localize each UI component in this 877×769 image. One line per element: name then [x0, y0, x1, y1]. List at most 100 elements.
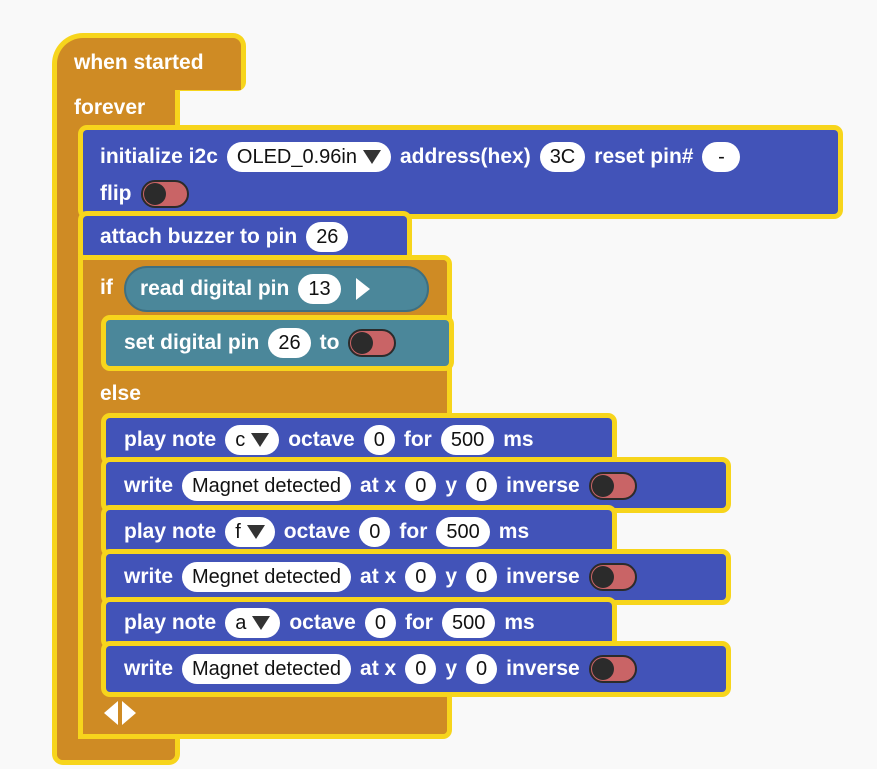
write-label: write: [124, 657, 174, 680]
ms-label: ms: [503, 428, 534, 451]
at-x-label: at x: [360, 474, 397, 497]
y-field[interactable]: 0: [466, 654, 498, 684]
x-field[interactable]: 0: [405, 562, 437, 592]
play-note-row: play note f octave 0 for 500 ms: [124, 514, 529, 550]
for-label: for: [403, 428, 432, 451]
forever-label: forever: [74, 96, 146, 119]
remove-branch-icon[interactable]: [104, 701, 118, 725]
init-row-1: initialize i2c OLED_0.96in address(hex) …: [100, 139, 741, 175]
write-text-field[interactable]: Magnet detected: [182, 654, 352, 684]
else-label: else: [100, 382, 141, 405]
write-label: write: [124, 565, 174, 588]
write-text-field[interactable]: Megnet detected: [182, 562, 352, 592]
chevron-down-icon: [251, 433, 270, 447]
chevron-down-icon: [362, 150, 381, 164]
inverse-label: inverse: [506, 565, 580, 588]
ms-label: ms: [504, 611, 535, 634]
play-note-row: play note a octave 0 for 500 ms: [124, 605, 535, 641]
octave-label: octave: [283, 520, 351, 543]
forever-row: forever: [74, 90, 145, 126]
hat-row: when started: [74, 45, 204, 81]
duration-field[interactable]: 500: [436, 517, 490, 547]
octave-label: octave: [289, 611, 356, 634]
play-note-label: play note: [124, 428, 217, 451]
play-note-block[interactable]: [106, 510, 612, 552]
device-dropdown[interactable]: OLED_0.96in: [226, 142, 391, 172]
play-note-label: play note: [124, 611, 217, 634]
y-label: y: [445, 474, 458, 497]
reset-pin-field[interactable]: -: [702, 142, 741, 172]
mutator-controls: [104, 701, 136, 725]
play-note-row: play note c octave 0 for 500 ms: [124, 422, 534, 458]
note-value: a: [235, 611, 247, 634]
toggle-knob: [143, 183, 166, 205]
toggle-knob: [591, 658, 614, 680]
y-field[interactable]: 0: [466, 471, 498, 501]
init-row-2: flip: [100, 176, 189, 212]
octave-field[interactable]: 0: [364, 608, 396, 638]
buzzer-pin-field[interactable]: 26: [306, 222, 349, 252]
inverse-toggle[interactable]: [588, 472, 637, 500]
to-label: to: [319, 331, 340, 354]
write-row: write Megnet detected at x 0 y 0 inverse: [124, 559, 637, 595]
add-branch-icon[interactable]: [122, 701, 136, 725]
at-x-label: at x: [360, 657, 397, 680]
initialize-i2c-label: initialize i2c: [100, 145, 218, 168]
note-dropdown[interactable]: c: [225, 425, 280, 455]
octave-field[interactable]: 0: [363, 425, 395, 455]
expand-arrow-icon[interactable]: [355, 278, 370, 300]
set-pin-row: set digital pin 26 to: [124, 325, 397, 361]
address-field[interactable]: 3C: [539, 142, 586, 172]
when-started-hat-block[interactable]: [57, 38, 241, 86]
condition-row: read digital pin 13: [140, 271, 370, 307]
octave-field[interactable]: 0: [359, 517, 391, 547]
at-x-label: at x: [360, 565, 397, 588]
set-pin-toggle[interactable]: [348, 329, 397, 357]
address-label: address(hex): [399, 145, 531, 168]
write-label: write: [124, 474, 174, 497]
attach-buzzer-block[interactable]: [83, 216, 407, 258]
y-field[interactable]: 0: [466, 562, 498, 592]
note-dropdown[interactable]: a: [225, 608, 281, 638]
inverse-label: inverse: [506, 657, 580, 680]
note-dropdown[interactable]: f: [225, 517, 275, 547]
toggle-knob: [591, 475, 614, 497]
when-started-label: when started: [74, 51, 204, 74]
for-label: for: [404, 611, 433, 634]
note-value: c: [235, 428, 246, 451]
read-digital-pin-label: read digital pin: [140, 277, 290, 300]
read-pin-field[interactable]: 13: [298, 274, 341, 304]
write-row: write Magnet detected at x 0 y 0 inverse: [124, 468, 637, 504]
inverse-label: inverse: [506, 474, 580, 497]
chevron-down-icon: [252, 616, 271, 630]
flip-label: flip: [100, 182, 132, 205]
duration-field[interactable]: 500: [441, 608, 496, 638]
reset-pin-label: reset pin#: [594, 145, 694, 168]
toggle-knob: [591, 566, 614, 588]
chevron-down-icon: [246, 525, 265, 539]
y-label: y: [445, 565, 458, 588]
attach-buzzer-label: attach buzzer to pin: [100, 225, 298, 248]
read-digital-pin-block[interactable]: [124, 266, 429, 312]
play-note-label: play note: [124, 520, 217, 543]
write-row: write Magnet detected at x 0 y 0 inverse: [124, 651, 637, 687]
inverse-toggle[interactable]: [588, 655, 637, 683]
device-value: OLED_0.96in: [236, 145, 357, 168]
else-row: else: [100, 376, 141, 412]
toggle-knob: [351, 332, 374, 354]
write-text-field[interactable]: Magnet detected: [182, 471, 352, 501]
play-note-block[interactable]: [106, 418, 612, 460]
set-digital-pin-label: set digital pin: [124, 331, 260, 354]
y-label: y: [445, 657, 458, 680]
duration-field[interactable]: 500: [440, 425, 495, 455]
play-note-block[interactable]: [106, 602, 612, 644]
inverse-toggle[interactable]: [588, 563, 637, 591]
x-field[interactable]: 0: [405, 654, 437, 684]
flip-toggle[interactable]: [140, 180, 189, 208]
if-label: if: [100, 276, 113, 299]
buzzer-row: attach buzzer to pin 26: [100, 219, 349, 255]
if-row: if: [100, 270, 113, 306]
set-pin-field[interactable]: 26: [268, 328, 311, 358]
x-field[interactable]: 0: [405, 471, 437, 501]
